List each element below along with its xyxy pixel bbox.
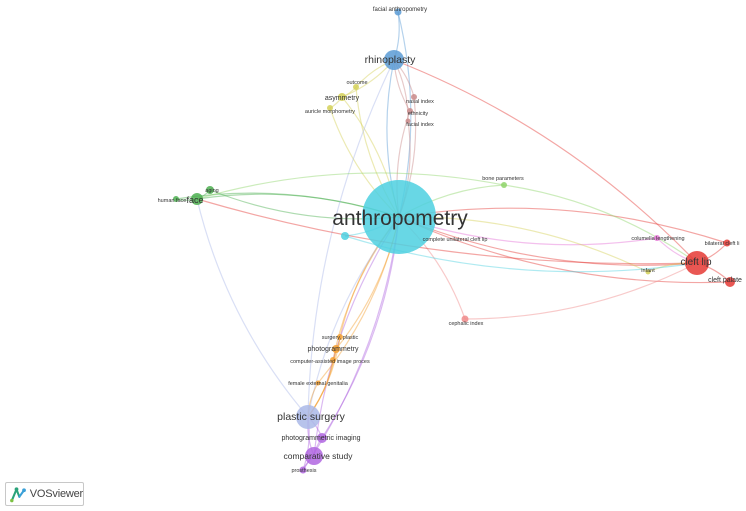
node-label-face[interactable]: face: [186, 195, 203, 205]
node-human-face[interactable]: [173, 196, 179, 202]
node-computer-assisted-image-proces[interactable]: [330, 357, 336, 363]
edge-anthropometry-cleft-palate: [398, 216, 731, 284]
brand-label: VOSviewer: [29, 488, 83, 500]
vosviewer-badge[interactable]: VOSviewer: [5, 482, 84, 506]
node-label-comparative-study[interactable]: comparative study: [284, 451, 354, 461]
node-facial-index[interactable]: [405, 118, 411, 124]
node-label-ethnicity[interactable]: ethnicity: [408, 111, 428, 117]
edge-face-cleft-lip: [196, 198, 698, 265]
node-label-facial-index[interactable]: facial index: [406, 122, 434, 128]
node-label-plastic-surgery[interactable]: plastic surgery: [277, 411, 345, 423]
node-photogrammetry[interactable]: [332, 345, 340, 353]
node-label-computer-assisted-image-proces[interactable]: computer-assisted image proces: [290, 359, 370, 365]
node-aging[interactable]: [206, 186, 214, 194]
node-label-bone-parameters[interactable]: bone parameters: [482, 176, 524, 182]
node-label-auricle-morphometry[interactable]: auricle morphometry: [305, 109, 355, 115]
node-label-complete-unilateral-cleft-lip[interactable]: complete unilateral cleft lip: [423, 237, 488, 243]
node-label-infant[interactable]: infant: [641, 268, 655, 274]
label-layer: anthropometry rhinoplasty facial anthropom…: [158, 7, 742, 474]
node-facial-anthropometry[interactable]: [394, 8, 402, 16]
node-label-cleft-lip[interactable]: cleft lip: [680, 257, 712, 268]
edge-anthropometry-cleft-lip: [398, 216, 698, 266]
edge-rhinoplasty-cleft-lip: [393, 59, 698, 264]
node-outcome[interactable]: [353, 84, 359, 90]
node-label-asymmetry[interactable]: asymmetry: [325, 95, 360, 102]
node-ethnicity[interactable]: [407, 108, 413, 114]
node-label-human-face[interactable]: human face: [158, 198, 187, 204]
node-label-photogrammetry[interactable]: photogrammetry: [308, 346, 359, 353]
node-female-external-genitalia[interactable]: [315, 380, 321, 386]
edge-cleft-lip-bone-parameters: [503, 184, 698, 264]
node-label-bilateral-cleft-lip[interactable]: bilateral cleft li: [705, 241, 740, 247]
node-label-surgery-plastic[interactable]: surgery, plastic: [322, 335, 359, 341]
node-asymmetry[interactable]: [338, 93, 346, 101]
node-auricle-morphometry[interactable]: [327, 105, 333, 111]
edge-cleft-lip-cephalic-index: [464, 262, 698, 320]
node-label-photogrammetric-imaging[interactable]: photogrammetric imaging: [282, 435, 361, 442]
node-bone-parameters[interactable]: [501, 182, 507, 188]
node-label-rhinoplasty[interactable]: rhinoplasty: [365, 54, 417, 66]
node-label-facial-anthropometry[interactable]: facial anthropometry: [373, 7, 427, 13]
vosviewer-logo-icon: [10, 487, 26, 503]
node-label-prosthesis[interactable]: prosthesis: [291, 468, 316, 474]
node-complete-unilateral-cleft-lip[interactable]: [341, 232, 349, 240]
node-comparative-study[interactable]: [305, 447, 323, 465]
node-anthropometry[interactable]: [362, 180, 436, 254]
edge-rhinoplasty-plastic-surgery: [307, 59, 395, 418]
node-bilateral-cleft-lip[interactable]: [723, 239, 731, 247]
node-nasal-index[interactable]: [411, 94, 417, 100]
node-cephalic-index[interactable]: [461, 315, 469, 323]
node-label-columella-lengthening[interactable]: columella lengthening: [631, 236, 684, 242]
node-label-anthropometry[interactable]: anthropometry: [332, 207, 468, 230]
node-plastic-surgery[interactable]: [296, 405, 320, 429]
node-label-nasal-index[interactable]: nasal index: [406, 99, 434, 105]
node-label-cephalic-index[interactable]: cephalic index: [449, 321, 484, 327]
node-photogrammetric-imaging[interactable]: [317, 433, 327, 443]
node-rhinoplasty[interactable]: [384, 50, 404, 70]
node-face[interactable]: [191, 193, 203, 205]
node-layer: [173, 8, 735, 474]
node-label-outcome[interactable]: outcome: [346, 80, 367, 86]
node-cleft-palate[interactable]: [725, 277, 735, 287]
node-cleft-lip[interactable]: [685, 251, 709, 275]
edge-face-plastic-surgery: [196, 198, 309, 418]
edge-face-bone-parameters: [196, 172, 505, 200]
node-prosthesis[interactable]: [299, 466, 307, 474]
node-surgery-plastic[interactable]: [337, 334, 343, 340]
node-label-cleft-palate[interactable]: cleft palate: [708, 277, 742, 284]
node-label-aging[interactable]: aging: [205, 188, 218, 194]
edge-anthropometry-bilateral-cleft-lip: [398, 207, 728, 244]
node-columella-lengthening[interactable]: [654, 235, 660, 241]
node-infant[interactable]: [645, 269, 651, 275]
node-label-female-external-genitalia[interactable]: female external genitalia: [288, 381, 349, 387]
